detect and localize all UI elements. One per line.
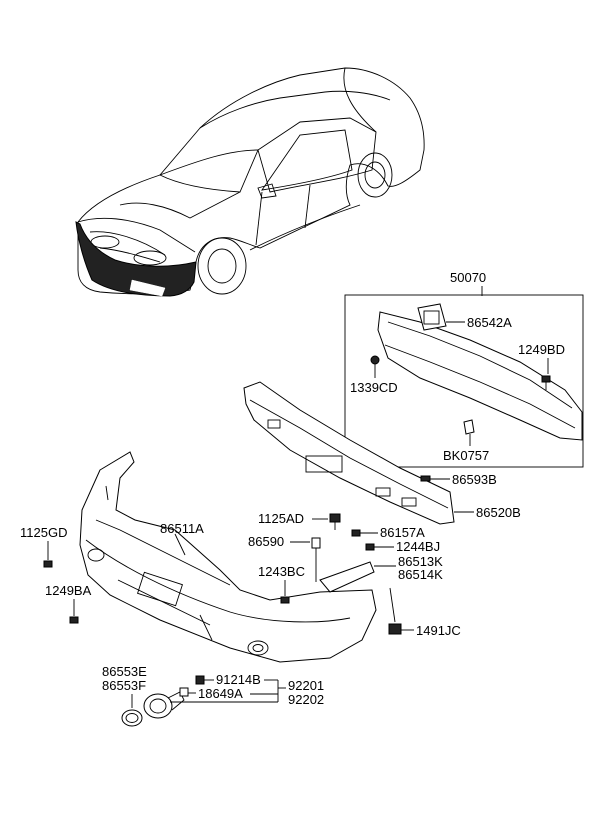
label-1339CD: 1339CD <box>350 380 398 395</box>
label-92201: 92201 <box>288 678 324 693</box>
label-1491JC: 1491JC <box>416 623 461 638</box>
clip-86593B <box>420 475 431 482</box>
label-91214B: 91214B <box>216 672 261 687</box>
fog-lamp-cover <box>121 709 143 727</box>
clip-1491JC <box>388 623 402 635</box>
car-illustration <box>75 67 425 297</box>
reinforcement-assembly-group: 50070 86542A 1249BD 1339CD BK0757 <box>344 270 584 468</box>
label-50070: 50070 <box>450 270 486 285</box>
clip-BK0757 <box>463 419 475 435</box>
label-86553E: 86553E <box>102 664 147 679</box>
clip-86590 <box>311 537 321 549</box>
assembly-box <box>344 294 584 468</box>
bolt-1249BD <box>541 375 551 383</box>
label-18649A: 18649A <box>198 686 243 701</box>
label-BK0757: BK0757 <box>443 448 489 463</box>
bolt-1249BA <box>69 616 79 624</box>
energy-absorber-group: 86593B 86520B <box>243 381 521 525</box>
bulb-18649A <box>179 687 189 697</box>
screw-86157A <box>351 529 361 537</box>
nut-1339CD <box>370 355 380 365</box>
label-92202: 92202 <box>288 692 324 707</box>
label-86520B: 86520B <box>476 505 521 520</box>
bumper-cover-group: 86511A 1125GD 1249BA 1243BC <box>20 451 377 663</box>
label-1125GD: 1125GD <box>20 525 67 540</box>
label-1243BC: 1243BC <box>258 564 305 579</box>
fog-lamp <box>143 693 173 719</box>
label-86511A: 86511A <box>160 521 204 536</box>
label-86542A: 86542A <box>467 315 512 330</box>
label-86514K: 86514K <box>398 567 443 582</box>
label-1125AD: 1125AD <box>258 511 304 526</box>
label-86593B: 86593B <box>452 472 497 487</box>
label-86553F: 86553F <box>102 678 146 693</box>
fog-lamp-group: 86553E 86553F 91214B 18649A 92201 92202 <box>102 664 324 727</box>
label-1249BA: 1249BA <box>45 583 92 598</box>
label-1249BD: 1249BD <box>518 342 565 357</box>
label-1244BJ: 1244BJ <box>396 539 440 554</box>
bracket-group: 1125AD 86157A 86590 1244BJ 86513K 86514K… <box>248 511 461 638</box>
bolt-1125AD <box>329 513 341 523</box>
bolt-1243BC <box>280 596 290 604</box>
bolt-1125GD <box>43 560 53 568</box>
reinforcement-beam <box>377 311 583 441</box>
bumper-cover <box>79 451 377 663</box>
label-86590: 86590 <box>248 534 284 549</box>
energy-absorber <box>243 381 455 525</box>
side-bracket <box>319 561 375 593</box>
bolt-1244BJ <box>365 543 375 551</box>
label-86157A: 86157A <box>380 525 425 540</box>
bulb-91214B <box>195 675 205 685</box>
label-86513K: 86513K <box>398 554 443 569</box>
